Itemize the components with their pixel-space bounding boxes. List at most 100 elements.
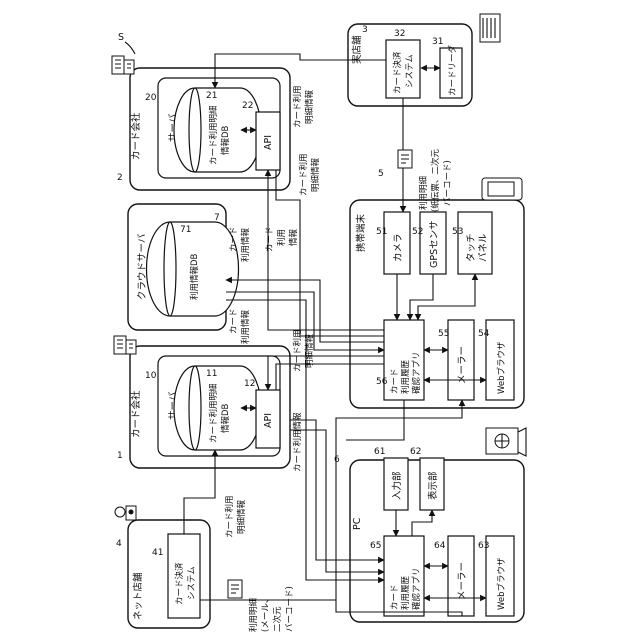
svg-text:二次元: 二次元 — [272, 606, 283, 632]
svg-text:明細情報: 明細情報 — [304, 333, 315, 368]
svg-text:カード利用: カード利用 — [292, 85, 303, 128]
svg-text:(紙伝票、二次元: (紙伝票、二次元 — [430, 149, 441, 212]
svg-text:API: API — [263, 413, 274, 428]
card-company-2: 2 カード会社 20 サーバ 21 カード利用明細 情報DB 22 API — [112, 56, 290, 190]
document-icon — [398, 150, 412, 168]
svg-text:カードリーダ: カードリーダ — [447, 44, 458, 96]
svg-text:バーコード): バーコード) — [443, 160, 453, 206]
svg-text:確認アプリ: 確認アプリ — [411, 567, 422, 610]
monitor-icon — [486, 428, 526, 456]
svg-text:パネル: パネル — [478, 233, 489, 262]
svg-text:51: 51 — [376, 227, 387, 237]
svg-text:入力部: 入力部 — [391, 471, 403, 500]
svg-text:利用情報: 利用情報 — [240, 227, 251, 262]
svg-text:バーコード): バーコード) — [285, 586, 295, 632]
svg-text:携帯端末: 携帯端末 — [355, 213, 367, 252]
svg-text:6: 6 — [334, 455, 340, 465]
pc: 6 PC 61 入力部 62 表示部 65 カード 利用履歴 確認アプリ 64 … — [334, 428, 526, 622]
svg-text:ネット店舗: ネット店舗 — [132, 572, 144, 620]
svg-text:タッチ: タッチ — [466, 233, 477, 262]
document-icon — [228, 580, 242, 598]
svg-text:10: 10 — [145, 371, 157, 381]
svg-text:利用履歴: 利用履歴 — [400, 575, 411, 610]
svg-text:カード利用: カード利用 — [298, 153, 309, 196]
svg-text:カード: カード — [390, 584, 400, 610]
svg-text:54: 54 — [478, 329, 490, 339]
svg-text:情報DB: 情報DB — [220, 125, 231, 155]
svg-text:71: 71 — [180, 225, 191, 235]
system-ref: S — [118, 32, 135, 54]
svg-text:システム: システム — [405, 54, 415, 88]
svg-text:52: 52 — [412, 227, 423, 237]
svg-text:GPSセンサ: GPSセンサ — [429, 220, 440, 268]
online-store: 4 ネット店舗 41 カード決済 システム — [115, 506, 210, 628]
svg-text:利用明細: 利用明細 — [248, 598, 259, 632]
svg-text:21: 21 — [206, 91, 217, 101]
svg-text:65: 65 — [370, 541, 381, 551]
svg-text:明細情報: 明細情報 — [304, 89, 315, 124]
svg-text:12: 12 — [244, 379, 255, 389]
svg-text:利用情報: 利用情報 — [240, 309, 251, 344]
svg-text:4: 4 — [116, 539, 122, 549]
svg-text:カード利用: カード利用 — [292, 329, 303, 372]
svg-text:利用明細: 利用明細 — [418, 176, 429, 210]
svg-text:API: API — [263, 135, 274, 150]
smartphone-icon — [482, 178, 522, 200]
svg-text:メーラー: メーラー — [457, 346, 468, 384]
svg-text:5: 5 — [378, 169, 384, 179]
svg-text:64: 64 — [434, 541, 446, 551]
svg-text:55: 55 — [438, 329, 449, 339]
svg-text:22: 22 — [242, 101, 253, 111]
svg-text:メーラー: メーラー — [457, 562, 468, 600]
svg-text:利用情報DB: 利用情報DB — [189, 253, 200, 300]
svg-text:61: 61 — [374, 447, 385, 457]
svg-text:11: 11 — [206, 369, 217, 379]
svg-text:20: 20 — [145, 93, 157, 103]
building-icon — [112, 56, 134, 74]
svg-text:情報: 情報 — [288, 228, 299, 246]
svg-text:63: 63 — [478, 541, 489, 551]
svg-text:3: 3 — [362, 25, 368, 35]
svg-text:カード: カード — [229, 308, 239, 334]
svg-text:S: S — [118, 32, 124, 43]
svg-text:カメラ: カメラ — [393, 233, 404, 262]
svg-text:Webブラウザ: Webブラウザ — [496, 557, 507, 610]
svg-text:カード利用: カード利用 — [224, 495, 235, 538]
svg-text:2: 2 — [117, 173, 123, 183]
svg-text:カード: カード — [265, 226, 275, 252]
svg-text:(メール、: (メール、 — [261, 595, 271, 632]
svg-text:PC: PC — [352, 517, 363, 530]
svg-text:カード利用明細: カード利用明細 — [208, 383, 219, 443]
svg-text:カード決済: カード決済 — [174, 562, 185, 605]
svg-text:明細情報: 明細情報 — [310, 157, 321, 192]
card-company-1: 1 カード会社 10 サーバ 11 カード利用明細 情報DB 12 API — [114, 336, 290, 468]
svg-text:31: 31 — [432, 37, 443, 47]
svg-text:カード: カード — [390, 368, 400, 394]
svg-text:カード: カード — [229, 226, 239, 252]
svg-text:カード利用明細: カード利用明細 — [208, 105, 219, 165]
building-icon — [114, 336, 136, 354]
svg-text:カード決済: カード決済 — [392, 51, 403, 94]
svg-text:表示部: 表示部 — [427, 471, 439, 500]
svg-text:システム: システム — [187, 566, 197, 600]
card-reader-icon — [480, 14, 500, 42]
svg-text:カード利用情報: カード利用情報 — [292, 412, 303, 472]
svg-text:1: 1 — [117, 451, 123, 461]
svg-text:Webブラウザ: Webブラウザ — [496, 341, 507, 394]
svg-text:利用履歴: 利用履歴 — [400, 359, 411, 394]
svg-text:41: 41 — [152, 548, 163, 558]
svg-text:53: 53 — [452, 227, 463, 237]
svg-text:62: 62 — [410, 447, 421, 457]
svg-text:明細情報: 明細情報 — [236, 499, 247, 534]
svg-text:利用: 利用 — [276, 229, 287, 246]
cloud-server: 7 クラウドサーバ 71 利用情報DB — [128, 204, 239, 330]
store-people-icon — [115, 506, 136, 520]
svg-text:56: 56 — [376, 377, 388, 387]
svg-text:確認アプリ: 確認アプリ — [411, 351, 422, 394]
svg-text:カード会社: カード会社 — [130, 390, 142, 438]
svg-text:情報DB: 情報DB — [220, 403, 231, 433]
svg-text:32: 32 — [394, 29, 405, 39]
db-71: 71 利用情報DB — [146, 222, 238, 316]
svg-text:カード会社: カード会社 — [130, 112, 142, 160]
